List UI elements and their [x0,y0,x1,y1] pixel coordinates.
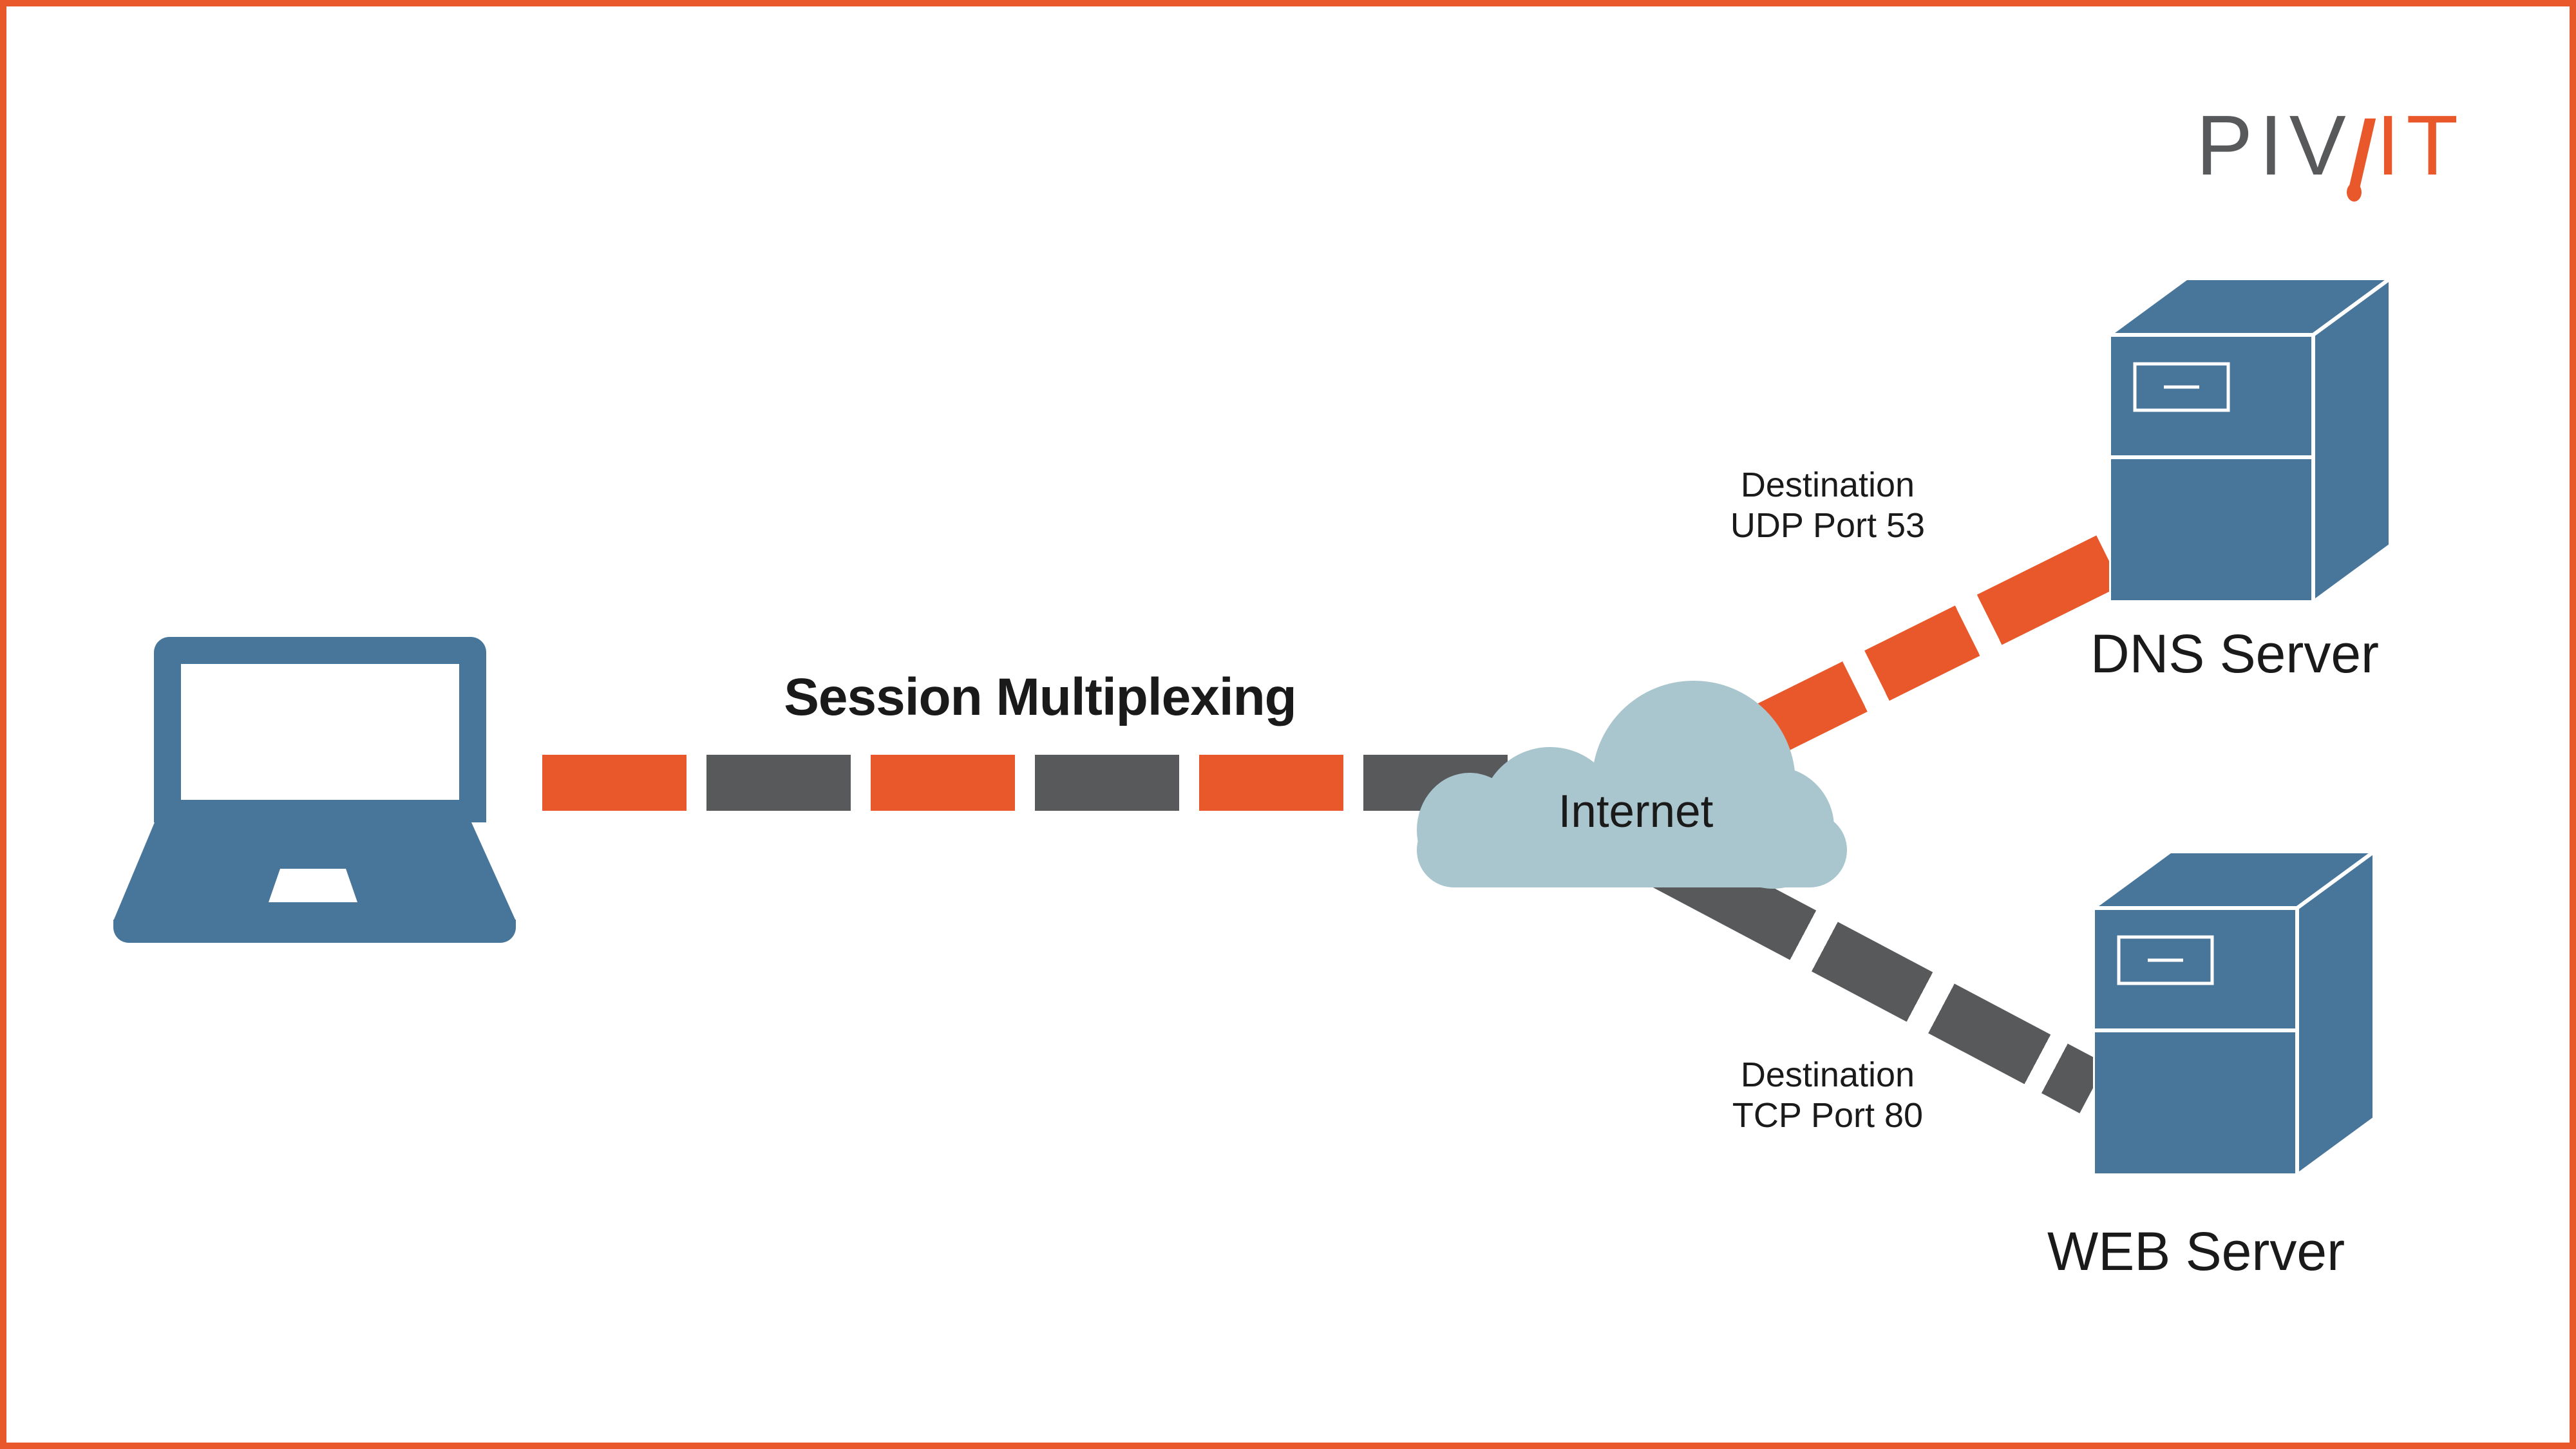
udp-dash-segment [1199,755,1343,811]
logo-text-gray: PIV [2196,98,2353,193]
web-server-icon [2093,849,2374,1175]
tcp-dash-segment [1035,755,1179,811]
udp-dash-segment [542,755,687,811]
tcp-dash-segment [706,755,851,811]
dns-server-label: DNS Server [2090,623,2380,684]
web-server-label: WEB Server [2047,1221,2345,1282]
server-drive-bay [2133,362,2230,412]
server-front-face [2093,906,2299,1175]
server-front-face [2109,333,2315,602]
laptop-screen [181,664,459,800]
laptop-trackpad [269,869,357,902]
server-side-face [2295,849,2374,1175]
server-drive-bay [2117,935,2214,985]
dns-destination-line2: UDP Port 53 [1730,506,1926,545]
web-destination-label: Destination TCP Port 80 [1667,1055,1989,1136]
laptop-base-bottom [113,920,516,943]
internet-label: Internet [1558,786,1714,837]
udp-dash-segment [871,755,1015,811]
dns-destination-label: Destination UDP Port 53 [1667,465,1989,546]
session-multiplexing-label: Session Multiplexing [784,668,1297,726]
pivit-logo: PIV IT [2196,98,2465,202]
logo-text-orange: IT [2376,98,2465,193]
web-destination-line1: Destination [1740,1056,1915,1094]
dns-destination-line1: Destination [1740,466,1915,504]
web-destination-line2: TCP Port 80 [1732,1096,1924,1135]
logo-dot-icon [2347,183,2362,202]
dns-server-icon [2109,276,2391,602]
server-side-face [2311,276,2391,602]
cloud-body [1417,813,1847,887]
